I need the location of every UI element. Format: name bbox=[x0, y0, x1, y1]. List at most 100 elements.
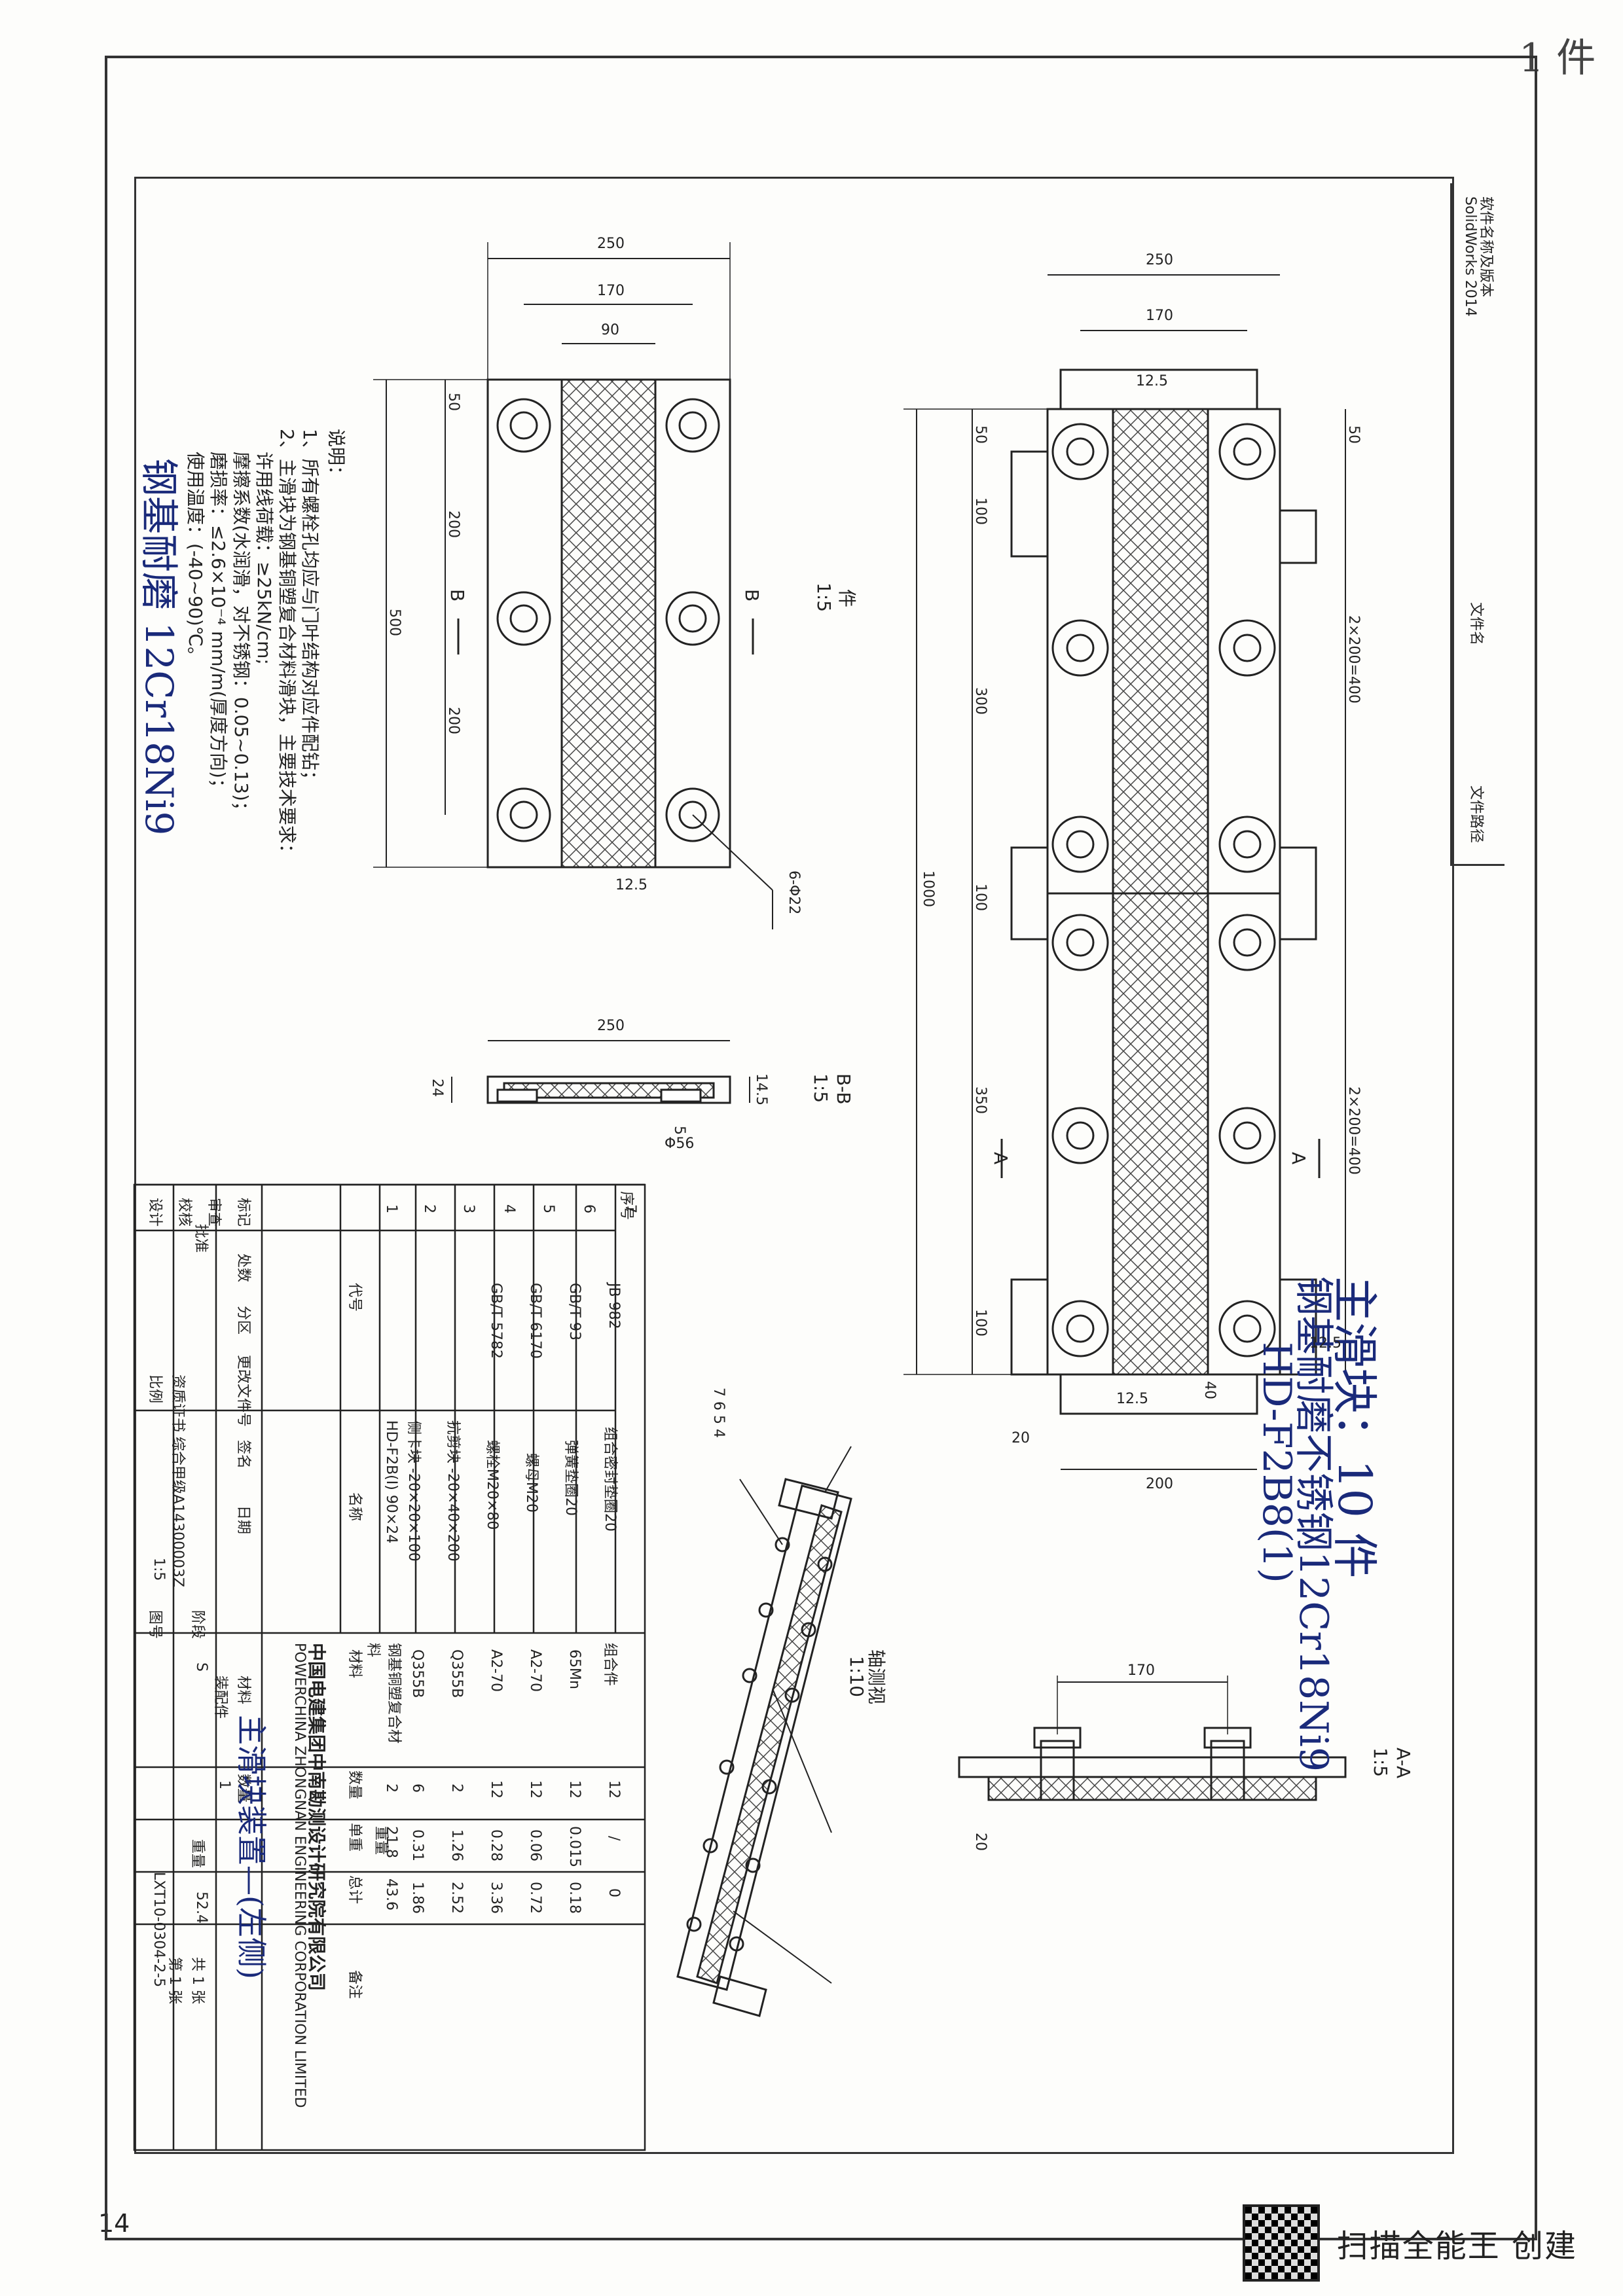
dim-50-long-r: 50 bbox=[1345, 425, 1362, 444]
dim-2x200-lower: 2×200=400 bbox=[1345, 1086, 1362, 1175]
row1-qty: 2 bbox=[383, 1784, 399, 1793]
row5-total: 0.72 bbox=[527, 1882, 543, 1914]
company-name-cn: 中国电建集团中南勘测设计研究院有限公司 bbox=[306, 1643, 327, 1992]
title-block-lines bbox=[133, 1183, 646, 2151]
row4-unit: 0.28 bbox=[488, 1829, 504, 1861]
dim-50-long: 50 bbox=[972, 425, 989, 444]
dim-170-aa: 170 bbox=[1127, 1662, 1155, 1679]
dim-40-long: 40 bbox=[1201, 1381, 1218, 1399]
section-b-right: B bbox=[741, 589, 763, 602]
row3-unit: 1.26 bbox=[448, 1829, 465, 1861]
role-design: 设计 bbox=[147, 1198, 163, 1227]
row2-qty: 6 bbox=[409, 1784, 426, 1793]
label-mark: 标记 bbox=[235, 1198, 251, 1227]
dim-300-long: 300 bbox=[972, 687, 989, 715]
table-header-qty: 数量 bbox=[346, 1770, 363, 1800]
handwritten-title-3: HD-F2B8(1) bbox=[1254, 1342, 1300, 1583]
row4-total: 3.36 bbox=[488, 1882, 504, 1914]
qr-code-icon bbox=[1242, 2204, 1320, 2282]
label-date: 日期 bbox=[235, 1505, 251, 1535]
section-bb bbox=[451, 1040, 750, 1104]
long-view bbox=[903, 274, 1346, 1470]
axonometric-view bbox=[676, 1446, 852, 2017]
row7-code: JB 982 bbox=[606, 1283, 622, 1329]
row3-material: Q355B bbox=[448, 1649, 465, 1698]
row3-name: 抗剪块 -20×40×200 bbox=[445, 1420, 461, 1562]
dim-170-front: 170 bbox=[597, 283, 625, 299]
field-stage-label: 阶段 bbox=[189, 1610, 206, 1640]
cert-number: 资质证书 综合甲级A14300003Z bbox=[170, 1374, 186, 1588]
note-line-4: 摩擦系数(水润滑，对不锈钢：0.05~0.13)； bbox=[230, 452, 252, 819]
row4-qty: 12 bbox=[488, 1780, 504, 1799]
row1-total: 43.6 bbox=[383, 1878, 399, 1910]
notes-heading: 说明： bbox=[325, 429, 347, 484]
row3-no: 3 bbox=[460, 1204, 477, 1213]
scanner-text: 扫描全能王 创建 bbox=[1336, 2228, 1577, 2265]
bb-view-scale: 1:5 bbox=[810, 1073, 831, 1103]
row5-no: 5 bbox=[540, 1204, 556, 1213]
axo-bolts bbox=[686, 1537, 833, 1952]
dim-12-5-long-r: 12.5 bbox=[1309, 1335, 1341, 1352]
row5-unit: 0.06 bbox=[527, 1829, 543, 1861]
dim-100c-long: 100 bbox=[972, 1309, 989, 1336]
field-weight-value: 52.4 bbox=[193, 1892, 210, 1924]
part-view-scale: 1:5 bbox=[813, 583, 835, 613]
axo-view-title: 轴测视 bbox=[866, 1649, 887, 1705]
section-aa bbox=[958, 1676, 1347, 1801]
row6-qty: 12 bbox=[566, 1780, 583, 1799]
table-header-total: 总计 bbox=[346, 1875, 363, 1905]
dim-250-front: 250 bbox=[597, 236, 625, 252]
row2-name: 侧卡块 -20×20×100 bbox=[405, 1420, 422, 1562]
row7-qty: 12 bbox=[606, 1780, 622, 1799]
field-stage-value: S bbox=[193, 1662, 210, 1672]
field-sheet-no: 第 1 张 bbox=[166, 1957, 183, 2004]
row6-material: 65Mn bbox=[566, 1649, 583, 1689]
dim-350-long: 350 bbox=[972, 1086, 989, 1114]
aa-view-scale: 1:5 bbox=[1370, 1748, 1391, 1778]
dim-500-front: 500 bbox=[386, 609, 403, 636]
row5-qty: 12 bbox=[527, 1780, 543, 1799]
table-header-code: 代号 bbox=[346, 1283, 363, 1312]
dim-50-front: 50 bbox=[445, 393, 462, 411]
bolt-holes-long bbox=[1051, 423, 1276, 1357]
dim-12-5-long: 12.5 bbox=[1136, 373, 1168, 389]
row7-material: 组合件 bbox=[602, 1643, 618, 1687]
label-zone: 分区 bbox=[235, 1306, 251, 1335]
row6-no: 6 bbox=[581, 1204, 597, 1213]
field-drawing-no-label: 图号 bbox=[147, 1610, 163, 1640]
field-scale-label: 比例 bbox=[147, 1374, 163, 1404]
row3-qty: 2 bbox=[448, 1784, 465, 1793]
row1-no: 1 bbox=[383, 1204, 399, 1213]
row6-name: 弹簧垫圈20 bbox=[562, 1440, 579, 1516]
dim-12-5-front: 12.5 bbox=[615, 877, 647, 893]
role-review: 审查 bbox=[206, 1198, 222, 1227]
dim-5-bb: 5 bbox=[671, 1126, 687, 1135]
company-name-en: POWERCHINA ZHONGNAN ENGINEERING CORPORAT… bbox=[291, 1643, 308, 2108]
note-line-5: 磨损率：≤2.6×10⁻⁴ mm/m(厚度方向)； bbox=[208, 452, 229, 797]
table-header-name: 名称 bbox=[346, 1492, 363, 1522]
dim-250-bb: 250 bbox=[597, 1018, 625, 1034]
table-header-remark: 备注 bbox=[346, 1970, 363, 2000]
drawing-name-handwritten: 主滑块装置—(左侧) bbox=[234, 1715, 269, 1979]
dim-20-aa: 20 bbox=[972, 1833, 989, 1851]
note-line-3: 许用线荷载：≥25kN/cm; bbox=[253, 452, 275, 665]
row4-material: A2-70 bbox=[488, 1649, 504, 1692]
notes-handwritten: 钢基耐磨 12Cr18Ni9 bbox=[137, 458, 181, 836]
row3-total: 2.52 bbox=[448, 1882, 465, 1914]
field-qty-value: 1 bbox=[216, 1780, 232, 1789]
note-line-2: 2、主滑块为钢基铜塑复合材料滑块，主要技术要求： bbox=[276, 429, 298, 862]
label-change-file: 更改文件号 bbox=[235, 1355, 251, 1427]
label-signature: 签名 bbox=[235, 1440, 251, 1469]
bb-view-title: B-B bbox=[833, 1073, 854, 1105]
role-approve: 批准 bbox=[192, 1224, 209, 1253]
dim-1000-long: 1000 bbox=[920, 870, 936, 907]
row2-unit: 0.31 bbox=[409, 1829, 426, 1861]
page-mark: 1 件 bbox=[1519, 35, 1596, 81]
row5-material: A2-70 bbox=[527, 1649, 543, 1692]
dim-24-bb: 24 bbox=[429, 1079, 445, 1097]
dim-2x200-upper: 2×200=400 bbox=[1345, 615, 1362, 704]
outer-frame bbox=[105, 56, 1537, 2240]
row1-name: HD-F2B(I) 90×24 bbox=[383, 1420, 399, 1544]
row2-no: 2 bbox=[421, 1204, 437, 1213]
row2-total: 1.86 bbox=[409, 1882, 426, 1914]
